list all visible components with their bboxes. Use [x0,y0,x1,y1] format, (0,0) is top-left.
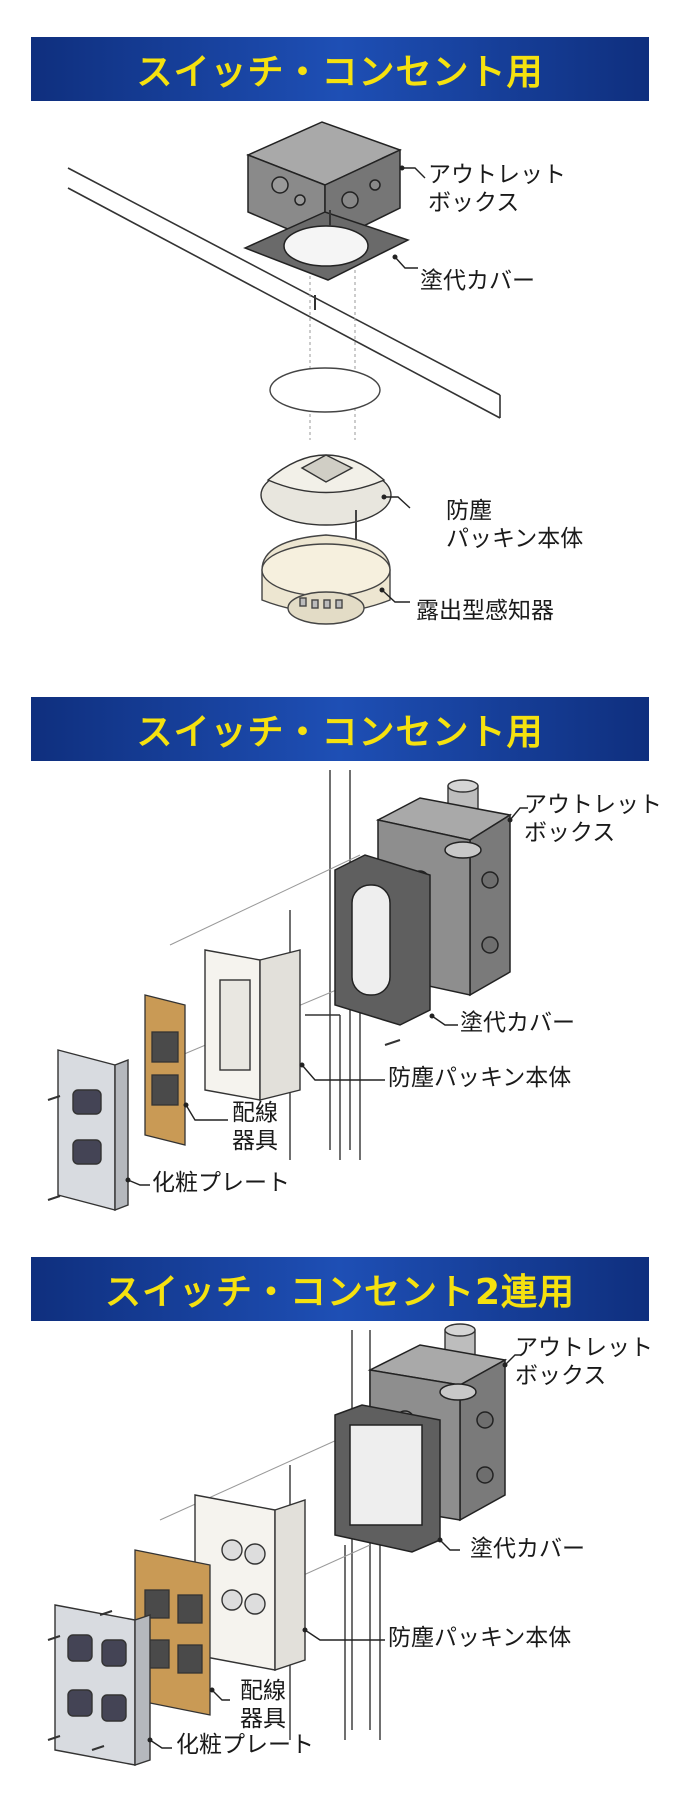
label-packing: 防塵パッキン本体 [388,1065,572,1091]
section-3-title: スイッチ・コンセント2連用 [104,1272,576,1313]
section-2-banner: スイッチ・コンセント用 [31,697,649,761]
label-plate: 化粧プレート [176,1732,314,1758]
section-wall-double: スイッチ・コンセント2連用 [0,1220,680,1809]
cover-wall [334,854,431,1026]
label-plate: 化粧プレート [152,1170,290,1196]
ceiling-beam [67,167,501,419]
cover-ceiling [243,210,410,281]
label-packing: 防塵 パッキン本体 [446,498,584,552]
exposed-detector [261,534,391,625]
decorative-plate-double [54,1604,151,1766]
label-cover: 塗代カバー [470,1536,585,1562]
section-1-banner: スイッチ・コンセント用 [31,37,649,101]
wiring-device [144,994,186,1146]
label-wiring: 配線 器具 [240,1678,286,1732]
label-outlet-box: アウトレット ボックス [524,792,662,846]
section-1-title: スイッチ・コンセント用 [136,52,544,93]
section-wall-single: スイッチ・コンセント用 [0,660,680,1220]
section-ceiling: スイッチ・コンセント用 [0,0,680,660]
decorative-plate [57,1049,129,1212]
wall-double-diagram [47,1323,520,1766]
packing-double [194,1494,306,1671]
label-outlet-box: アウトレット ボックス [428,162,566,216]
packing-wall [204,949,301,1101]
label-packing: 防塵パッキン本体 [388,1625,572,1651]
ceiling-hole-ring [269,367,381,413]
section-2-title: スイッチ・コンセント用 [136,712,544,753]
label-cover: 塗代カバー [420,268,535,294]
wall-single-diagram [47,770,528,1212]
label-outlet-box: アウトレット ボックス [515,1335,653,1389]
cover-double [334,1404,441,1553]
label-wiring: 配線 器具 [232,1100,278,1154]
ceiling-diagram [67,121,501,625]
packing-ceiling [260,454,392,526]
section-3-banner: スイッチ・コンセント2連用 [31,1257,649,1321]
label-detector: 露出型感知器 [416,598,554,624]
label-cover: 塗代カバー [460,1010,575,1036]
